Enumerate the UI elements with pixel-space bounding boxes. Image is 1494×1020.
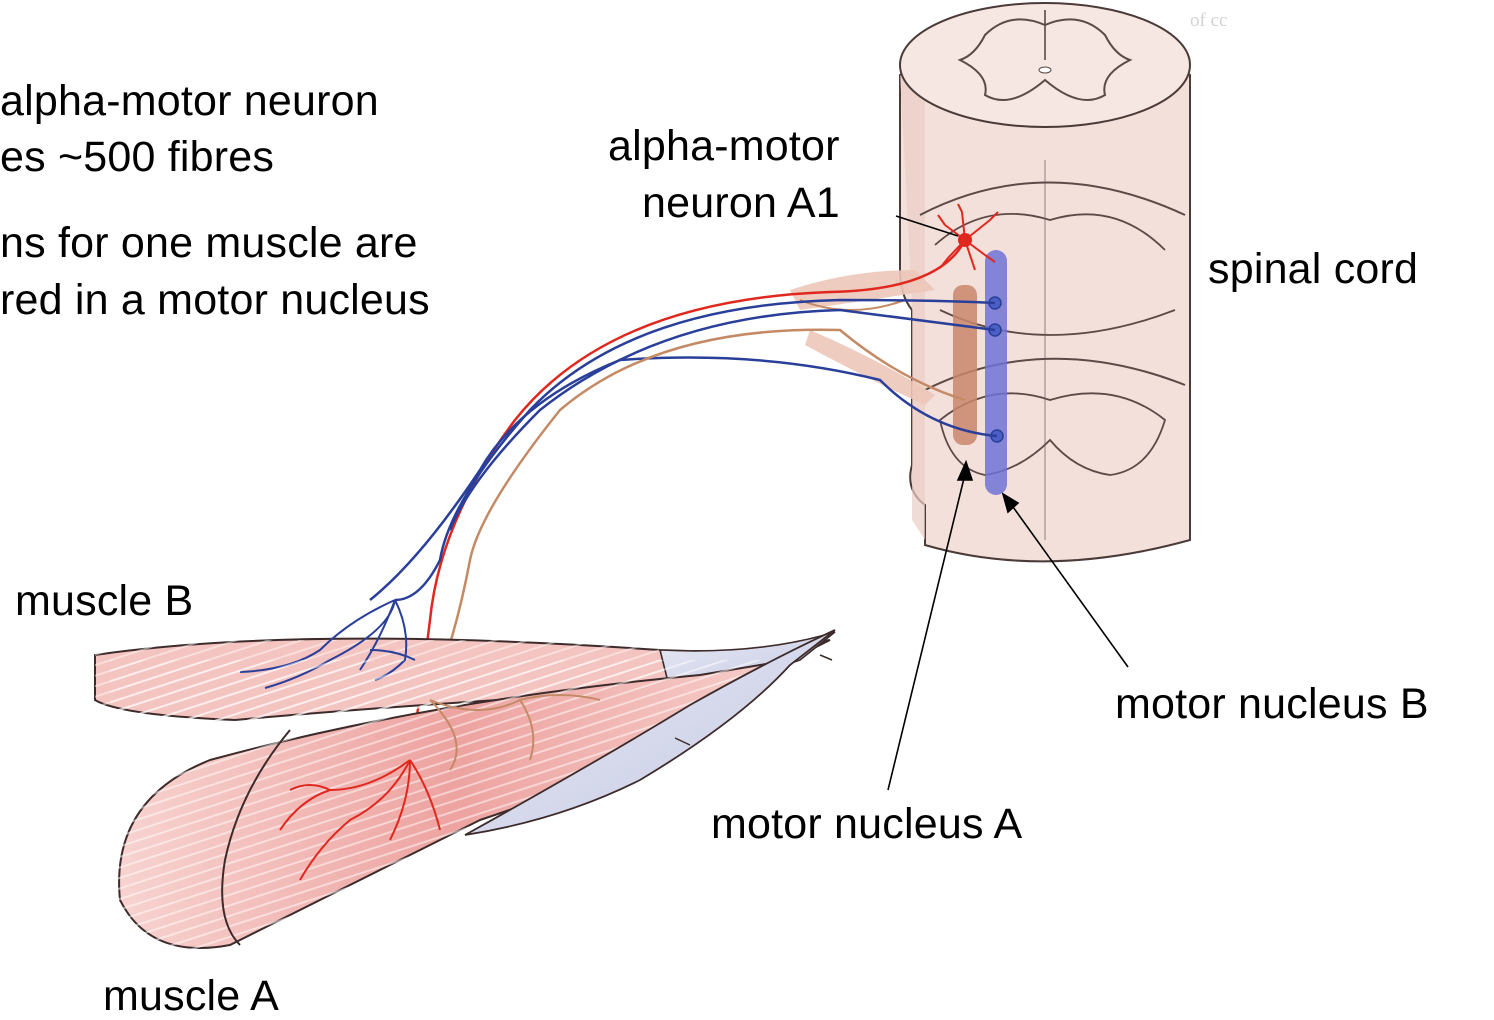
- note-line-3: ns for one muscle are: [0, 222, 418, 265]
- spinal-cord: [900, 3, 1190, 561]
- note-line-4: red in a motor nucleus: [0, 279, 430, 322]
- label-motor-nucleus-a: motor nucleus A: [711, 803, 1022, 846]
- note-line-2: es ~500 fibres: [0, 136, 274, 179]
- background-text-decoration: of cc: [1190, 10, 1227, 32]
- label-muscle-a: muscle A: [103, 975, 279, 1018]
- label-alpha-motor: alpha-motor: [608, 125, 840, 168]
- label-motor-nucleus-b: motor nucleus B: [1115, 683, 1429, 726]
- muscle-a: [110, 630, 835, 960]
- label-spinal-cord: spinal cord: [1208, 248, 1418, 291]
- motor-nucleus-a-column: [953, 285, 977, 445]
- motor-nucleus-b-column: [985, 250, 1007, 495]
- label-neuron-a1: neuron A1: [642, 182, 840, 225]
- label-muscle-b: muscle B: [15, 580, 193, 623]
- note-line-1: alpha-motor neuron: [0, 80, 379, 123]
